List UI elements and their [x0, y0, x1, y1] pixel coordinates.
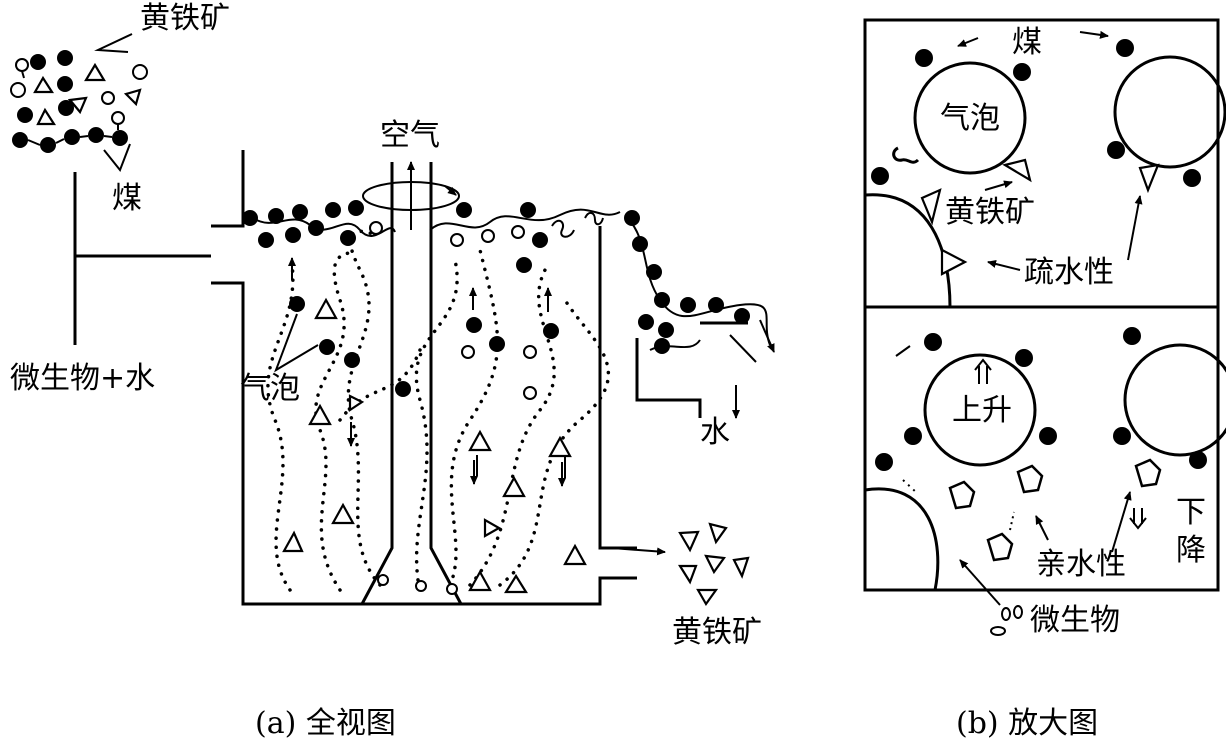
air-inlet — [362, 161, 460, 230]
label-descend-2: 降 — [1176, 533, 1206, 568]
label-rise: 上升 — [952, 393, 1012, 428]
pyrite-discharge — [611, 522, 750, 607]
top-zoom-content — [864, 30, 1226, 308]
caption-b: (b) 放大图 — [956, 706, 1098, 741]
label-water: 水 — [700, 415, 730, 450]
tank-particles — [282, 257, 587, 595]
panel-b-zoom: 煤 气泡 黄铁矿 疏水性 — [863, 18, 1226, 741]
label-hydrophilic: 亲水性 — [1036, 547, 1126, 582]
feed-mixture — [10, 33, 148, 172]
label-microbe-water: 微生物+水 — [10, 361, 155, 396]
caption-a: (a) 全视图 — [255, 706, 396, 741]
panel-a-full-view: 黄铁矿 煤 微生物+水 空气 — [10, 1, 775, 741]
label-hydrophobic: 疏水性 — [1024, 255, 1114, 290]
feed-pipe — [73, 172, 211, 345]
label-descend-1: 下 — [1176, 495, 1206, 530]
label-pyrite-b: 黄铁矿 — [945, 195, 1035, 230]
label-microbe: 微生物 — [1030, 603, 1120, 638]
froth-overflow — [624, 214, 775, 419]
label-air: 空气 — [380, 118, 440, 153]
label-pyrite-feed: 黄铁矿 — [140, 1, 230, 36]
label-bubble-b: 气泡 — [940, 101, 1000, 136]
bottom-zoom-content — [864, 327, 1226, 636]
label-bubble-a: 气泡 — [240, 371, 300, 406]
label-coal-feed: 煤 — [112, 181, 142, 216]
label-coal-b: 煤 — [1012, 25, 1042, 60]
froth-layer — [242, 200, 640, 273]
label-pyrite-out: 黄铁矿 — [672, 615, 762, 650]
bubble-pointer — [274, 313, 319, 373]
zoom-frame-bottom — [863, 305, 1220, 592]
